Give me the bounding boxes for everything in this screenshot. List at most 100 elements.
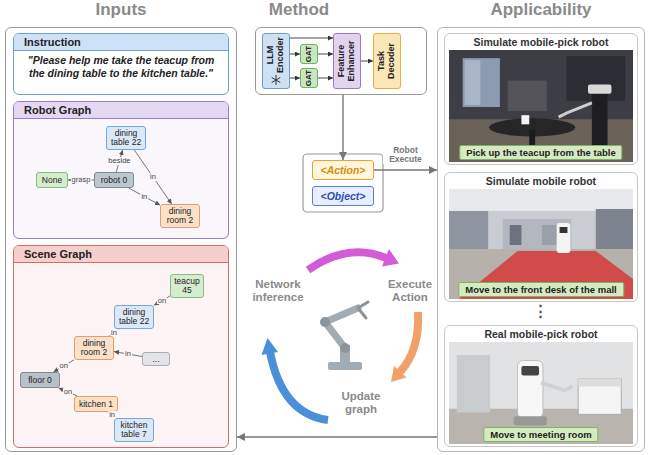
graphic-part — [521, 366, 539, 375]
edge-label: in — [110, 329, 118, 337]
edge-label: in — [108, 411, 116, 419]
robot-scenario: Real mobile-pick robotMove to meeting ro… — [444, 325, 638, 447]
output-token: <Action> — [312, 160, 374, 180]
graphic-part — [262, 338, 279, 355]
graphic-part — [465, 60, 481, 105]
graphic-part — [391, 366, 407, 382]
connector-arrow — [290, 78, 300, 79]
graphic-part — [449, 50, 633, 162]
graph-node: robot 0 — [94, 172, 134, 188]
output-token: <Object> — [312, 186, 374, 206]
graphic-part — [325, 308, 358, 348]
graphic-part — [328, 362, 362, 370]
edge-label: beside — [107, 157, 131, 165]
graphic-part — [272, 75, 281, 85]
graphic-part — [449, 189, 633, 211]
node-label: robot 0 — [101, 176, 127, 185]
edge-label: in — [140, 193, 148, 201]
graphic-part — [588, 85, 611, 94]
graphic-part — [449, 249, 633, 299]
graphic-part — [463, 58, 500, 107]
column-heading: Inputs — [6, 0, 236, 20]
graphic-part — [518, 361, 543, 418]
graphic-part — [560, 227, 568, 233]
task-caption: Pick up the teacup from the table — [459, 145, 622, 160]
edge-label: on — [63, 388, 73, 396]
graph-node: ... — [142, 352, 170, 366]
graphic-part — [578, 379, 621, 386]
cycle-label: Execute Action — [385, 278, 435, 304]
node-label: None — [42, 176, 62, 185]
robot-graph-panel: Robot Graph dining table 22 None robot 0 din… — [13, 101, 229, 239]
task-caption: Move to the front desk of the mall — [458, 282, 624, 297]
node-label: kitchen table 7 — [117, 421, 151, 439]
connector-arrow — [318, 54, 333, 55]
connector-arrow — [361, 61, 373, 62]
panel-title: Real mobile-pick robot — [445, 326, 637, 340]
panel-header: Robot Graph — [14, 102, 228, 119]
cycle-label: ⋮ — [532, 302, 548, 319]
connector-arrow — [318, 78, 333, 79]
node-label: ... — [152, 355, 159, 364]
connector-arrow — [290, 54, 300, 55]
panel-title: Simulate mobile-pick robot — [445, 34, 637, 48]
edge-label: on — [59, 362, 69, 370]
graphic-part — [459, 251, 633, 299]
graphic-part — [521, 115, 529, 124]
graphic-part — [340, 343, 350, 353]
node-label: <Action> — [321, 164, 366, 176]
edge-label: Robot Execute — [383, 146, 429, 164]
inputs-panel: InputsInstruction"Please help me take th… — [5, 27, 237, 452]
graph-node: dining room 2 — [74, 336, 114, 360]
column-heading: Method — [256, 0, 342, 20]
connector-arrow — [134, 150, 171, 204]
graphic-part — [592, 91, 608, 148]
graph-node: kitchen 1 — [74, 396, 118, 412]
encoder-block: LLM Encoder — [262, 33, 290, 89]
method-panel: MethodLLM EncoderGATGATFeature EnhancerT… — [255, 27, 427, 95]
graphic-part — [358, 302, 368, 318]
graphic-part — [303, 154, 383, 212]
node-label: <Object> — [321, 190, 366, 202]
column-heading: Applicability — [438, 0, 644, 20]
robot-scenario: Simulate mobile-pick robotPick up the te… — [444, 33, 638, 165]
node-label: teacup 45 — [173, 277, 201, 295]
cycle-label: Update graph — [335, 390, 387, 416]
node-label: kitchen 1 — [79, 400, 113, 409]
graphic-part — [510, 225, 522, 245]
task-caption: Move to meeting room — [483, 427, 598, 442]
node-label: "Please help me take the teacup from the… — [14, 51, 228, 82]
graphic-part — [400, 312, 418, 372]
connector-arrow — [59, 388, 78, 396]
graphic-part — [382, 249, 399, 267]
graphic-part — [508, 81, 547, 112]
graphic-part — [449, 342, 633, 444]
edge-label: on — [157, 297, 167, 305]
node-label: LLM Encoder — [266, 35, 286, 75]
graphic-part — [449, 189, 633, 299]
graph-node: dining table 22 — [106, 126, 146, 150]
scene-graph-panel: Scene Graphteacup 45dining table 22dinin… — [13, 245, 229, 448]
connector-arrow — [108, 412, 117, 418]
node-label: dining room 2 — [77, 339, 111, 357]
gat-block: GAT — [300, 44, 318, 64]
node-label: Task Decoder — [377, 34, 397, 88]
graphic-part — [308, 252, 386, 270]
node-label: GAT — [305, 68, 314, 88]
graphic-part — [271, 75, 281, 85]
node-label: dining table 22 — [109, 129, 143, 147]
panel-header: Instruction — [14, 34, 228, 51]
gat-block: GAT — [300, 68, 318, 88]
node-label: floor 0 — [28, 376, 52, 385]
graph-node: teacup 45 — [170, 274, 204, 298]
panel-title: Simulate mobile robot — [445, 173, 637, 187]
graphic-part — [559, 103, 592, 117]
graphic-part — [578, 379, 621, 414]
graph-node: dining room 2 — [160, 204, 200, 228]
instruction-box: Instruction"Please help me take the teac… — [13, 33, 229, 95]
enhancer-block: Feature Enhancer — [333, 33, 361, 89]
node-label: dining room 2 — [163, 207, 197, 225]
panel-header: Scene Graph — [14, 246, 228, 263]
graphic-part — [514, 416, 547, 425]
